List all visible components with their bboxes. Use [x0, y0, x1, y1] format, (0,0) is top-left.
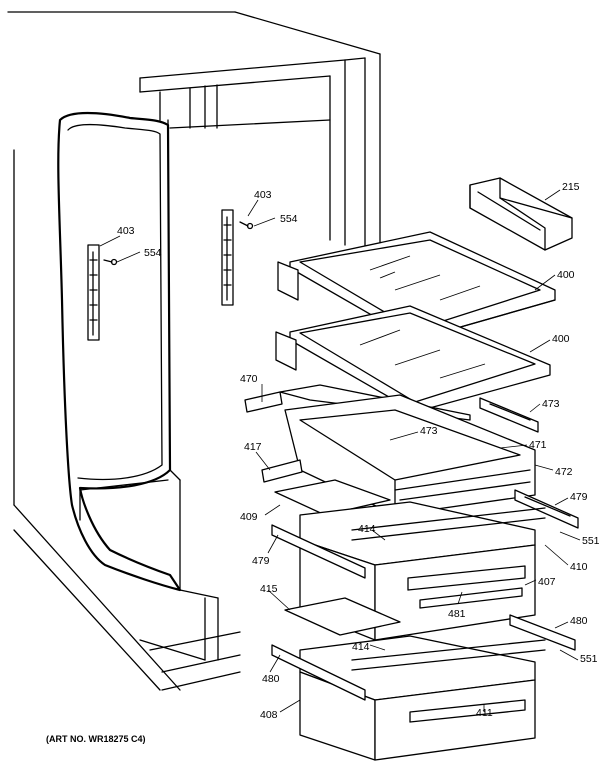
glass-shelf-lower — [275, 305, 551, 413]
label-554-right: 554 — [280, 213, 298, 225]
dairy-bin — [469, 177, 573, 251]
label-409: 409 — [240, 511, 258, 523]
label-215: 215 — [562, 181, 580, 193]
label-400-lower: 400 — [552, 333, 570, 345]
label-400-upper: 400 — [557, 269, 575, 281]
shelf-ladder-right — [221, 209, 234, 306]
leader-lines — [99, 189, 581, 713]
label-480-left: 480 — [262, 673, 280, 685]
label-479-left: 479 — [252, 555, 270, 567]
screw-right — [239, 221, 254, 230]
label-473-center: 473 — [420, 425, 438, 437]
glass-shelf-upper — [277, 231, 556, 341]
cabinet-outline — [7, 11, 381, 691]
label-551-upper: 551 — [582, 535, 600, 547]
art-number: (ART NO. WR18275 C4) — [46, 734, 146, 744]
crisper-cover-409 — [274, 479, 391, 516]
label-415: 415 — [260, 583, 278, 595]
rail-473 — [479, 397, 539, 433]
label-470: 470 — [240, 373, 258, 385]
label-410: 410 — [570, 561, 588, 573]
label-471: 471 — [529, 439, 547, 451]
crisper-drawer-408 — [271, 614, 576, 761]
label-403-left: 403 — [117, 225, 135, 237]
label-473-right: 473 — [542, 398, 560, 410]
label-417: 417 — [244, 441, 262, 453]
door-gasket — [57, 111, 182, 592]
label-481: 481 — [448, 608, 466, 620]
label-480-right: 480 — [570, 615, 588, 627]
label-408: 408 — [260, 709, 278, 721]
label-551-lower: 551 — [580, 653, 598, 665]
rail-479-right — [514, 489, 579, 529]
label-411: 411 — [476, 707, 493, 719]
part-labels: 215 400 400 403 403 554 554 470 473 473 … — [117, 181, 600, 721]
label-403-right: 403 — [254, 189, 272, 201]
screw-left — [103, 258, 118, 266]
crisper-cover-415 — [284, 597, 401, 636]
label-479-right: 479 — [570, 491, 588, 503]
label-472: 472 — [555, 466, 573, 478]
shelf-ladder-left — [87, 244, 100, 341]
label-414-lower: 414 — [352, 641, 370, 653]
label-554-left: 554 — [144, 247, 162, 259]
label-414-upper: 414 — [358, 523, 376, 535]
label-407: 407 — [538, 576, 556, 588]
